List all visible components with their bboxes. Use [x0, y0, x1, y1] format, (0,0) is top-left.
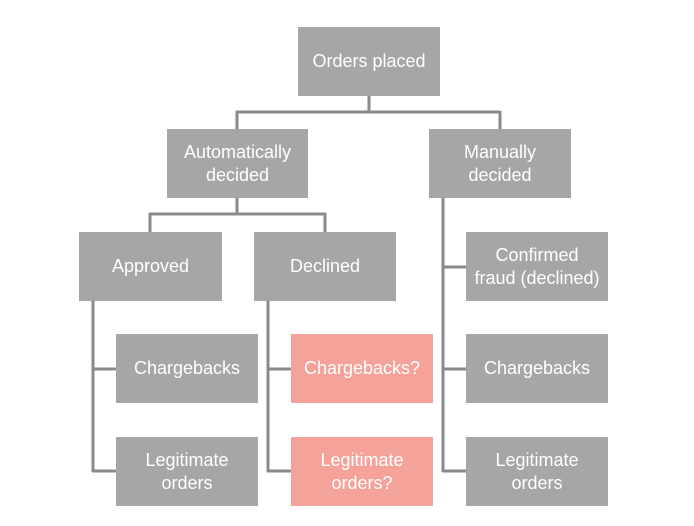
- node-manual-legitimate-orders: Legitimate orders: [466, 437, 608, 506]
- node-declined-chargebacks: Chargebacks?: [291, 334, 433, 403]
- node-confirmed-fraud: Confirmed fraud (declined): [466, 232, 608, 301]
- node-approved-chargebacks: Chargebacks: [116, 334, 258, 403]
- node-orders-placed: Orders placed: [298, 27, 440, 96]
- node-declined: Declined: [254, 232, 396, 301]
- node-approved-legitimate-orders: Legitimate orders: [116, 437, 258, 506]
- node-manual-chargebacks: Chargebacks: [466, 334, 608, 403]
- node-manually-decided: Manually decided: [429, 129, 571, 198]
- node-approved: Approved: [79, 232, 222, 301]
- node-automatically-decided: Automatically decided: [167, 129, 308, 198]
- node-declined-legitimate-orders: Legitimate orders?: [291, 437, 433, 506]
